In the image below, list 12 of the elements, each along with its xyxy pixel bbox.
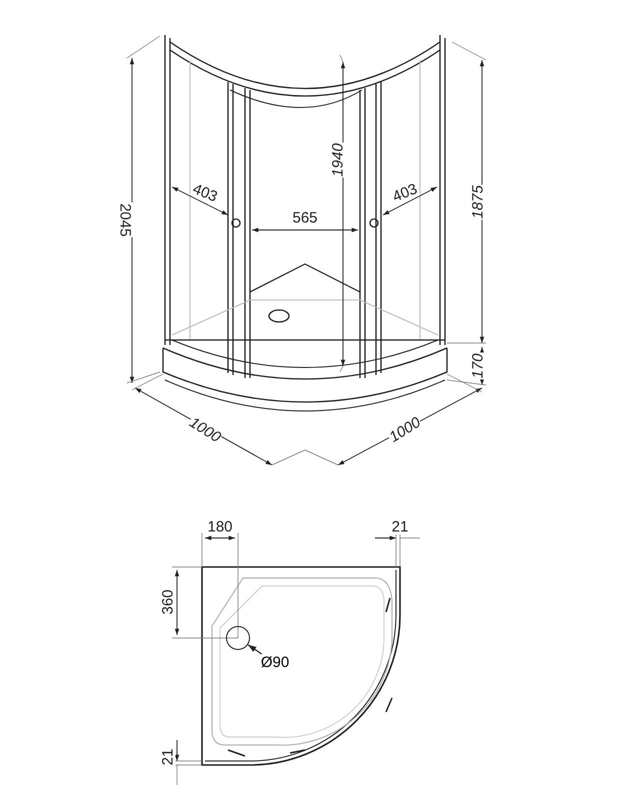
dimension-label: 565: [291, 210, 319, 226]
dimension-label: 21: [160, 748, 176, 766]
dimension-label: 1940: [330, 142, 346, 178]
dimension-label: 21: [390, 520, 410, 534]
dimension-label: 1875: [470, 184, 486, 220]
leader-line: [248, 644, 262, 654]
dimension-label: 360: [160, 588, 176, 616]
diameter-label: Ø90: [257, 654, 293, 672]
drain-hole: [226, 626, 250, 650]
dimension-label: 2045: [118, 202, 132, 238]
dimension-label: 180: [206, 520, 234, 534]
dimension-label: 170: [470, 352, 486, 380]
